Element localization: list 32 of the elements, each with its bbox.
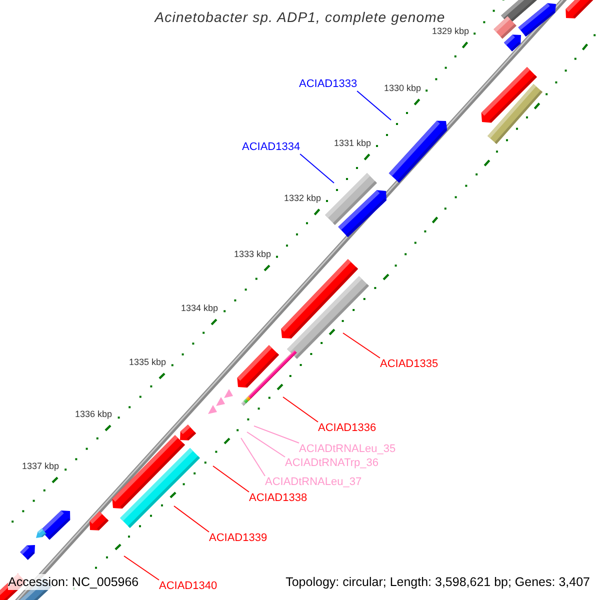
scale-label: 1336 kbp: [74, 409, 112, 420]
leader-line: [342, 332, 380, 358]
gene-label: ACIADtRNALeu_35: [299, 443, 396, 456]
leader-line: [246, 432, 286, 458]
scale-label: 1333 kbp: [234, 249, 271, 260]
leader-line: [124, 556, 160, 580]
leader-line: [282, 396, 318, 422]
gene-label: ACIAD1334: [242, 141, 300, 154]
scale-label: 1337 kbp: [22, 461, 59, 472]
diagram-title: Acinetobacter sp. ADP1, complete genome: [153, 9, 446, 25]
scale-label: 1334 kbp: [180, 303, 218, 314]
leader-line: [356, 90, 392, 120]
leader-line: [254, 426, 300, 444]
accession-text: Accession: NC_005966: [8, 574, 139, 590]
scale-label: 1335 kbp: [128, 357, 166, 368]
gene-label: ACIAD1333: [299, 78, 358, 91]
gene-label: ACIADtRNALeu_37: [265, 476, 362, 489]
gene-label: ACIAD1338: [249, 492, 308, 505]
scale-label: 1330 kbp: [384, 83, 421, 94]
leader-line: [240, 438, 266, 476]
gene-label: ACIAD1339: [209, 532, 268, 545]
leader-line: [174, 506, 210, 532]
scale-label: 1329 kbp: [432, 26, 469, 37]
gene-label: ACIAD1340: [159, 580, 218, 593]
genome-summary-text: Topology: circular; Length: 3,598,621 bp; Genes: 3,407: [286, 574, 590, 590]
gene-label: ACIAD1335: [380, 358, 438, 371]
gene-label: ACIADtRNATrp_36: [285, 457, 379, 470]
scale-label: 1332 kbp: [284, 193, 321, 204]
gene-label: ACIAD1336: [318, 422, 376, 435]
scale-label: 1331 kbp: [334, 138, 371, 149]
leader-line: [212, 466, 250, 492]
leader-line: [300, 154, 334, 184]
